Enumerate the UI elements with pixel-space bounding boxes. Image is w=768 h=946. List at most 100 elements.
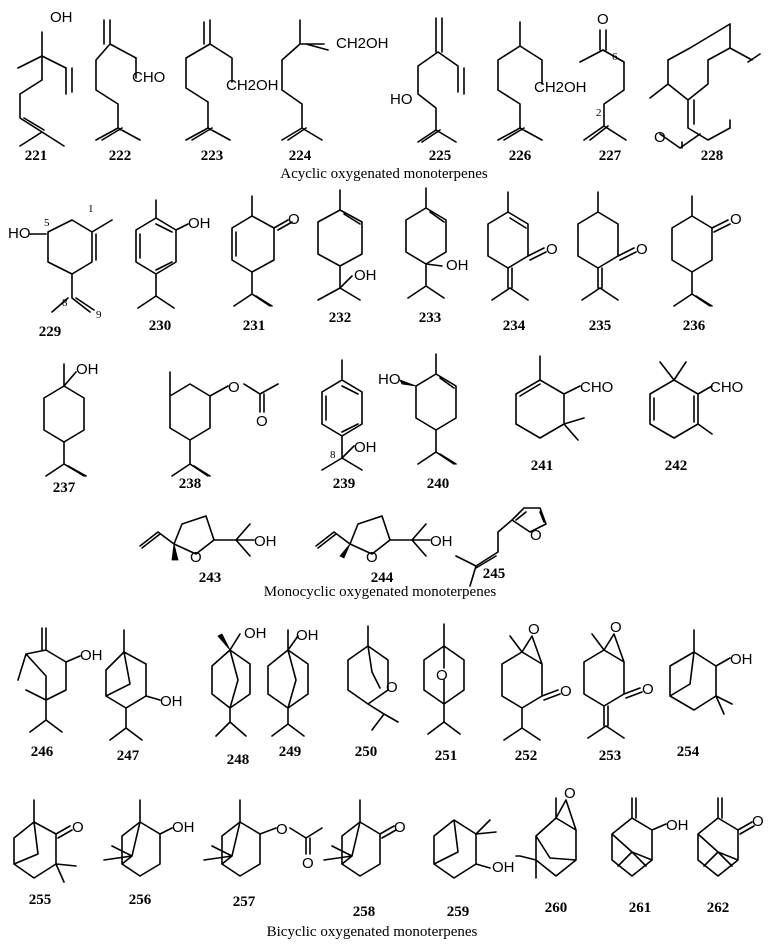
structure-251: O — [423, 623, 465, 735]
oh-label: OH — [172, 819, 195, 836]
o-label: O — [560, 683, 572, 700]
oh-label: OH — [354, 439, 377, 456]
structure-243: O OH — [139, 515, 277, 566]
oh-label: OH — [296, 627, 319, 644]
compound-number: 222 — [109, 148, 132, 164]
structure-240: HO — [378, 353, 457, 465]
o-label: O — [654, 129, 666, 146]
ch2oh-label: CH2OH — [336, 35, 389, 52]
structure-230: OH — [135, 199, 211, 309]
structure-257: O O — [203, 799, 323, 877]
structure-249: OH — [267, 627, 319, 737]
locant-1: 1 — [88, 203, 94, 215]
o-label: O — [730, 211, 742, 228]
ch2oh-label: CH2OH — [226, 77, 279, 94]
oh-label: OH — [730, 651, 753, 668]
structure-223: CH2OH — [185, 19, 279, 141]
locant-8: 8 — [330, 449, 336, 461]
compound-number: 255 — [29, 892, 52, 908]
compound-number: 262 — [707, 900, 730, 916]
compound-number: 235 — [589, 318, 612, 334]
compound-number: 233 — [419, 310, 442, 326]
structure-232: OH — [317, 189, 377, 301]
ho-label: HO — [390, 91, 413, 108]
cho-label: CHO — [580, 379, 613, 396]
o-label: O — [288, 211, 300, 228]
compound-number: 237 — [53, 480, 76, 496]
structure-244: O OH — [315, 515, 453, 566]
oh-label: OH — [254, 533, 277, 550]
o-label: O — [642, 681, 654, 698]
structure-221: OH — [17, 9, 73, 147]
o-label: O — [72, 819, 84, 836]
compound-number: 257 — [233, 894, 256, 910]
compound-number: 227 — [599, 148, 622, 164]
cho-label: CHO — [132, 69, 165, 86]
oh-label: OH — [244, 625, 267, 642]
structure-256: OH — [103, 799, 195, 877]
compound-number: 252 — [515, 748, 538, 764]
o-label: O — [256, 413, 268, 430]
locant-9: 9 — [96, 309, 102, 321]
oh-label: OH — [666, 817, 689, 834]
oh-label: OH — [446, 257, 469, 274]
compound-number: 228 — [701, 148, 724, 164]
compound-number: 234 — [503, 318, 526, 334]
structure-242: CHO — [649, 361, 743, 439]
compound-number: 259 — [447, 904, 470, 920]
compound-number: 245 — [483, 566, 506, 582]
ho-label: HO — [378, 371, 401, 388]
o-label: O — [394, 819, 406, 836]
compound-number: 256 — [129, 892, 152, 908]
compound-number: 236 — [683, 318, 706, 334]
structure-255: O — [13, 799, 84, 883]
compound-number: 224 — [289, 148, 312, 164]
locant-2: 2 — [596, 107, 602, 119]
o-label: O — [276, 821, 288, 838]
structure-253: O O — [583, 619, 654, 739]
structure-247: OH — [105, 629, 183, 741]
structure-234: O — [487, 191, 558, 301]
o-label: O — [564, 785, 576, 802]
compound-number: 248 — [227, 752, 250, 768]
compound-number: 251 — [435, 748, 458, 764]
oh-label: OH — [160, 693, 183, 710]
o-label: O — [546, 241, 558, 258]
structure-258: O — [323, 799, 406, 877]
compound-number: 225 — [429, 148, 452, 164]
compound-number: 239 — [333, 476, 356, 492]
structure-229: HO 5 1 8 9 — [8, 203, 113, 321]
locant-6: 6 — [612, 51, 618, 63]
oh-label: OH — [492, 859, 515, 876]
compound-number: 238 — [179, 476, 202, 492]
ho-label: HO — [8, 225, 31, 242]
structure-262: O — [697, 797, 764, 877]
caption-bicyclic: Bicyclic oxygenated monoterpenes — [267, 924, 478, 940]
oh-label: OH — [354, 267, 377, 284]
caption-monocyclic: Monocyclic oxygenated monoterpenes — [264, 584, 497, 600]
cho-label: CHO — [710, 379, 743, 396]
compound-number: 246 — [31, 744, 54, 760]
compound-number: 250 — [355, 744, 378, 760]
structure-236: O — [671, 195, 742, 307]
compound-number: 258 — [353, 904, 376, 920]
compound-number: 261 — [629, 900, 652, 916]
structure-261: OH — [611, 797, 689, 877]
compound-number: 260 — [545, 900, 568, 916]
o-label: O — [528, 621, 540, 638]
structure-237: OH — [43, 361, 99, 477]
structure-226: CH2OH — [497, 21, 587, 141]
oh-label: OH — [50, 9, 73, 26]
oh-label: OH — [80, 647, 103, 664]
structure-239: OH 8 — [321, 359, 377, 471]
structure-259: OH — [433, 819, 515, 879]
compound-number: 249 — [279, 744, 302, 760]
structure-225: HO — [390, 17, 465, 143]
compound-number: 242 — [665, 458, 688, 474]
structure-241: CHO — [515, 355, 613, 441]
locant-5: 5 — [44, 217, 50, 229]
o-label: O — [228, 379, 240, 396]
compound-number: 226 — [509, 148, 532, 164]
structure-254: OH — [669, 629, 753, 715]
o-label: O — [366, 549, 378, 566]
